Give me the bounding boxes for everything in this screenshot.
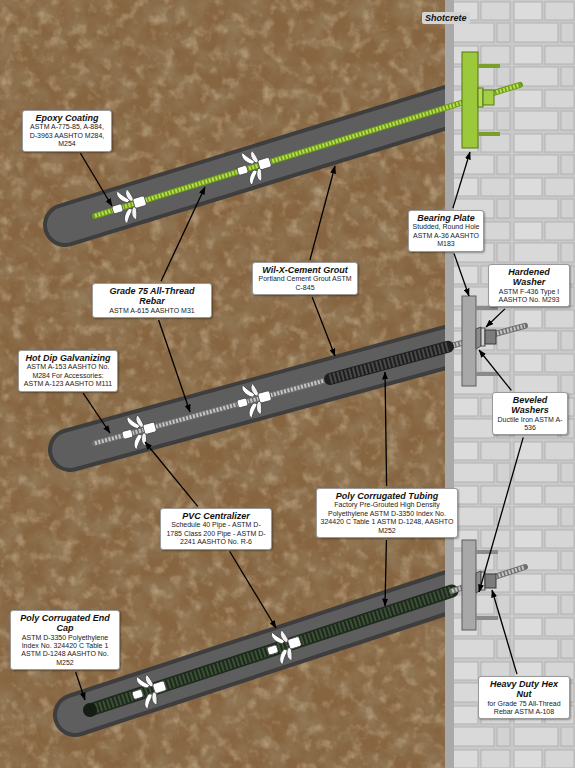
plate-stud xyxy=(476,616,498,620)
drill-hole xyxy=(75,591,452,715)
centralizer xyxy=(118,410,160,452)
callout-title: Heavy Duty Hex Nut xyxy=(482,679,566,700)
rebar-thread xyxy=(95,326,525,443)
callout-box: PVC CentralizerSchedule 40 Pipe - ASTM D… xyxy=(160,508,272,550)
shotcrete-face xyxy=(445,0,454,768)
plate-stud xyxy=(476,372,498,376)
bearing-plate xyxy=(462,540,476,630)
callout-title: Poly Corrugated Tubing xyxy=(320,491,454,501)
bearing-plate xyxy=(462,296,476,386)
leader-line xyxy=(161,187,205,281)
callout-box: Hardened WasherASTM F-436 Type I AASHTO … xyxy=(488,264,570,307)
corrugated-tubing xyxy=(90,591,452,710)
callout-box: Bearing PlateStudded, Round Hole ASTM A-… xyxy=(408,210,484,252)
washer xyxy=(478,88,483,107)
leader-line xyxy=(230,551,276,628)
callout-spec: Factory Pre-Grouted High Density Polyeth… xyxy=(320,501,454,535)
callout-box: Hot Dip GalvanizingASTM A-153 AASHTO No.… xyxy=(18,350,118,392)
leader-line xyxy=(159,320,190,412)
callout-title: Epoxy Coating xyxy=(26,113,108,123)
centralizer xyxy=(108,184,150,226)
rebar-thread xyxy=(95,85,520,216)
leader-line xyxy=(453,152,470,208)
callout-box: Wil-X-Cement GroutPortland Cement Grout … xyxy=(252,262,358,295)
epoxy-rebar xyxy=(95,85,520,216)
leader-line xyxy=(312,297,335,356)
callout-spec: ASTM A-775-85, A-884, D-3963 AASHTO M284… xyxy=(26,123,108,148)
leader-line xyxy=(80,153,112,206)
beveled-washer xyxy=(476,327,481,349)
callout-spec: ASTM D-3350 Polyethylene Index No. 32442… xyxy=(14,634,116,668)
plate-stud xyxy=(476,550,498,554)
callout-spec: Ductile Iron ASTM A-536 xyxy=(496,416,564,433)
centralizer xyxy=(128,669,171,712)
plate-stud xyxy=(478,132,500,136)
leader-line xyxy=(492,590,517,674)
callout-box: Beveled WashersDuctile Iron ASTM A-536 xyxy=(492,392,568,435)
callout-title: Hardened Washer xyxy=(492,267,566,288)
centralizer xyxy=(233,146,275,188)
callout-box: Grade 75 All-Thread RebarASTM A-615 AASH… xyxy=(92,283,212,318)
hex-nut xyxy=(483,90,494,105)
leader-line xyxy=(83,393,110,433)
callout-title: Poly Corrugated End Cap xyxy=(14,613,116,634)
callout-box: Poly Corrugated End CapASTM D-3350 Polye… xyxy=(10,610,120,670)
callout-spec: ASTM F-436 Type I AASHTO No. M293 xyxy=(492,288,566,305)
shotcrete-wall xyxy=(445,0,575,768)
plate-stud xyxy=(478,64,500,68)
leader-line xyxy=(76,672,85,700)
tubing-corrugation xyxy=(330,347,448,379)
callout-box: Heavy Duty Hex Nutfor Grade 75 All-Threa… xyxy=(478,676,570,719)
centralizer xyxy=(263,625,306,668)
leader-line xyxy=(479,437,523,592)
hardened-washer xyxy=(481,328,485,346)
callout-spec: for Grade 75 All-Thread Rebar ASTM A-108 xyxy=(482,700,566,717)
leader-line xyxy=(385,372,387,486)
callout-spec: Portland Cement Grout ASTM C-845 xyxy=(256,275,354,292)
leader-line xyxy=(454,253,469,296)
leader-line xyxy=(145,442,198,506)
bearing-plate xyxy=(462,52,478,148)
leader-line xyxy=(385,540,386,606)
callout-spec: ASTM A-615 AASHTO M31 xyxy=(96,307,208,315)
leader-line xyxy=(486,309,505,327)
callout-title: Bearing Plate xyxy=(412,213,480,223)
end-cap xyxy=(83,703,97,717)
callout-title: PVC Centralizer xyxy=(164,511,268,521)
callout-title: Hot Dip Galvanizing xyxy=(22,353,114,363)
hex-nut xyxy=(485,330,496,344)
centralizer xyxy=(233,379,275,421)
callout-box: Epoxy CoatingASTM A-775-85, A-884, D-396… xyxy=(22,110,112,152)
hex-nut xyxy=(485,574,496,588)
callout-spec: Schedule 40 Pipe - ASTM D-1785 Class 200… xyxy=(164,521,268,546)
grout xyxy=(75,591,452,715)
leader-line xyxy=(479,350,511,390)
part-label: Shotcrete xyxy=(422,12,470,24)
callout-title: Grade 75 All-Thread Rebar xyxy=(96,286,208,307)
corrugated-tubing xyxy=(330,347,448,379)
callout-title: Wil-X-Cement Grout xyxy=(256,265,354,275)
leader-line xyxy=(310,166,335,260)
callout-spec: Studded, Round Hole ASTM A-36 AASHTO M18… xyxy=(412,223,480,248)
galvanized-rebar xyxy=(95,326,525,443)
tubing-corrugation xyxy=(96,591,452,708)
callout-box: Poly Corrugated TubingFactory Pre-Groute… xyxy=(316,488,458,538)
callout-spec: ASTM A-153 AASHTO No. M284 For Accessori… xyxy=(22,363,114,388)
callout-title: Beveled Washers xyxy=(496,395,564,416)
